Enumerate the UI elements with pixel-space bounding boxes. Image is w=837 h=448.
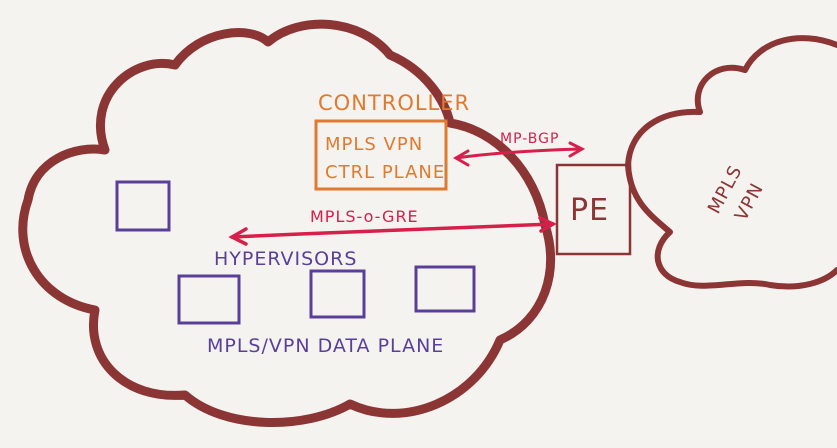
- hypervisor-box: [414, 265, 476, 313]
- mp-bgp-arrow: [453, 141, 586, 167]
- mpls-vpn-cloud: [625, 35, 837, 290]
- controller-line1: MPLS VPN: [325, 134, 423, 155]
- mp-bgp-label: MP-BGP: [500, 131, 559, 147]
- mpls-o-gre-arrow: [228, 216, 557, 246]
- controller-line2: CTRL PLANE: [325, 162, 445, 183]
- hypervisor-box: [115, 180, 171, 232]
- hypervisors-label: HYPERVISORS: [214, 248, 357, 270]
- datacenter-cloud: [18, 19, 556, 427]
- pe-router-box: [555, 163, 632, 256]
- pe-label: PE: [570, 193, 609, 228]
- controller-box: [314, 119, 448, 191]
- data-plane-label: MPLS/VPN DATA PLANE: [207, 335, 444, 357]
- controller-title: CONTROLLER: [318, 91, 470, 115]
- hypervisor-box: [309, 269, 366, 319]
- hypervisor-box: [177, 274, 241, 325]
- mpls-o-gre-label: MPLS-o-GRE: [310, 207, 419, 226]
